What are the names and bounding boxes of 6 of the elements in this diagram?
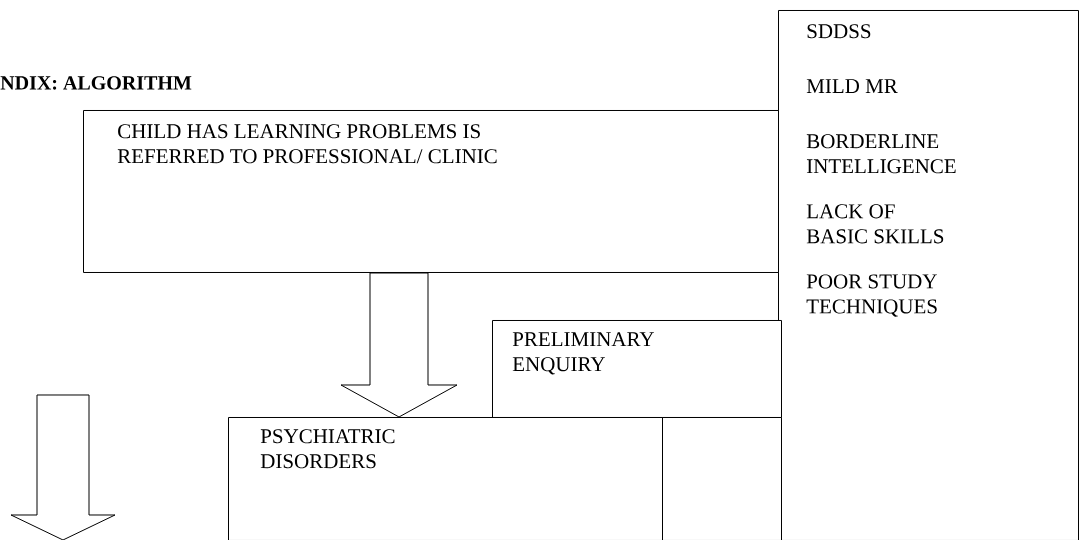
text-box: PRELIMINARY ENQUIRY <box>492 320 782 418</box>
heading: NDIX: ALGORITHM <box>0 76 192 90</box>
block-arrow <box>340 272 458 418</box>
text-box: CHILD HAS LEARNING PROBLEMS IS REFERRED TO PROFESSIONAL/ CLINIC <box>83 110 779 273</box>
text-box: SDDSS MILD MR BORDERLINE INTELLIGENCE LACK OF BASIC SKILLS POOR STUDY TECHNIQUES <box>778 10 1079 540</box>
empty-box <box>662 417 782 540</box>
